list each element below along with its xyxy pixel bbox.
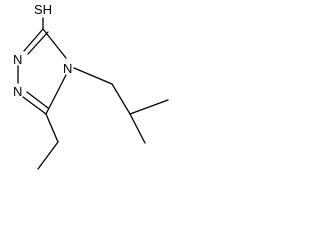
- structure-drawing: SH N N N: [13, 2, 169, 170]
- bond-n2-c5: [22, 96, 47, 115]
- bond-c3-n1: [23, 28, 44, 52]
- bond-ch2-ch: [111, 83, 131, 115]
- bond-n4-ch2: [73, 67, 113, 85]
- bond-ch-ch3-b: [129, 113, 146, 144]
- atom-label-n1: N: [13, 52, 22, 67]
- bond-ch2-ch3: [37, 141, 59, 170]
- bond-ch-ch3-a: [129, 99, 169, 115]
- atom-label-n2: N: [13, 84, 22, 99]
- bond-c5-n4: [45, 74, 67, 115]
- molecule-canvas: SH N N N: [0, 0, 172, 181]
- bond-c3-n1-double: [27, 31, 49, 55]
- atom-label-n4: N: [63, 61, 72, 76]
- atom-label-sh: SH: [34, 2, 52, 17]
- bond-n2-c5-double: [26, 91, 49, 109]
- bond-c5-ch2: [45, 113, 59, 143]
